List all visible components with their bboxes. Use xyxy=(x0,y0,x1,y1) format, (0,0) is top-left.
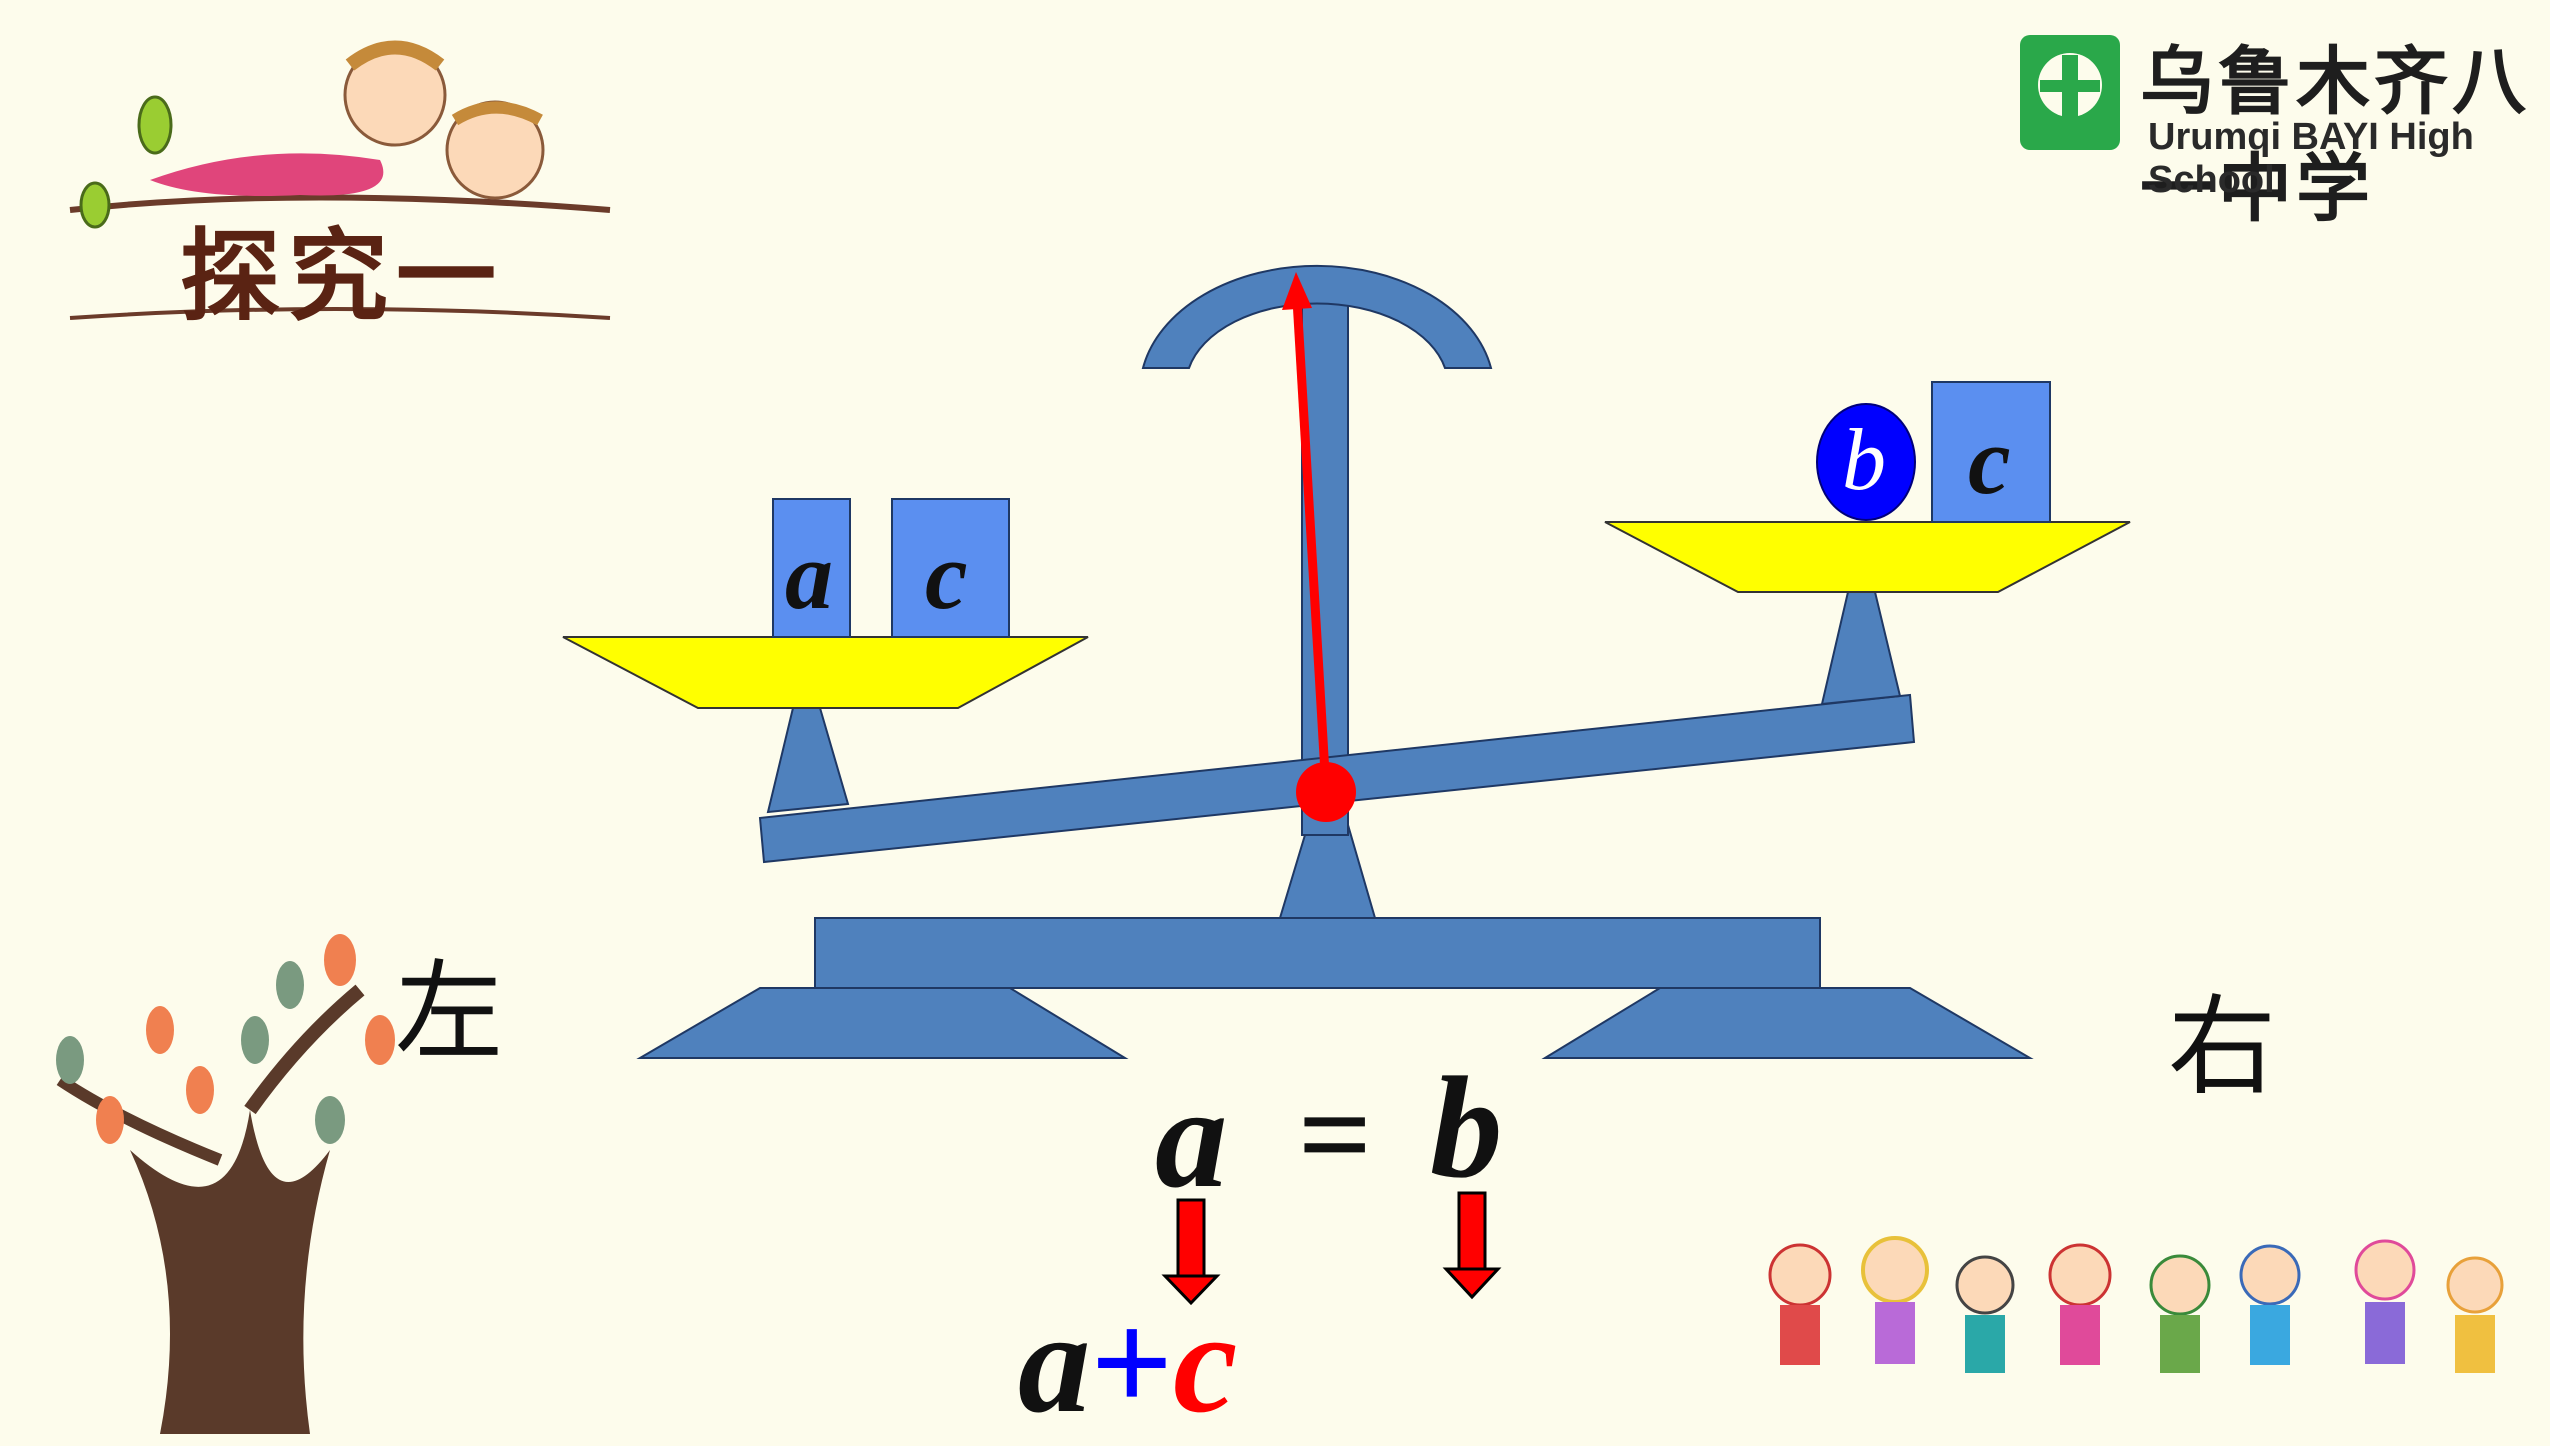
base-foot-right xyxy=(1541,987,2034,1059)
school-name-english: Urumqi BAYI High School xyxy=(2148,116,2474,201)
equation-lhs: a xyxy=(1155,1058,1228,1218)
pivot-dot xyxy=(1296,762,1356,822)
tree-decoration xyxy=(56,934,395,1434)
children-decoration xyxy=(1768,1236,2504,1373)
school-name-chinese: 乌鲁木齐八一中学 xyxy=(2140,39,2530,232)
right-pan-support xyxy=(1820,591,1902,706)
sum-plus: + xyxy=(1090,1283,1174,1443)
right-pan xyxy=(1604,521,2131,593)
down-arrow-left xyxy=(1161,1198,1221,1306)
kids-branch-decoration xyxy=(69,40,611,320)
base-bar xyxy=(814,917,1821,989)
ball-b-label: b xyxy=(1842,412,1886,509)
box-a-label: a xyxy=(785,522,833,629)
pointer-needle xyxy=(1292,299,1331,791)
box-a xyxy=(772,498,851,638)
pointer-tip xyxy=(1282,272,1312,310)
gauge-arc xyxy=(1141,264,1493,369)
base-foot-left xyxy=(636,987,1129,1059)
equation-rhs: b xyxy=(1430,1048,1503,1208)
down-arrow-right xyxy=(1442,1191,1502,1300)
sum-expression: a+c xyxy=(1018,1280,1237,1446)
box-c-right-label: c xyxy=(1968,407,2011,514)
label-right: 右 xyxy=(2168,985,2277,1110)
section-title: 探究一 xyxy=(180,218,504,335)
equation-operator: = xyxy=(1298,1063,1373,1207)
box-c-left xyxy=(891,498,1010,638)
left-pan xyxy=(562,636,1089,709)
base-column xyxy=(1278,824,1377,919)
box-c-left-label: c xyxy=(925,522,968,629)
left-pan-support xyxy=(766,707,850,814)
label-left: 左 xyxy=(395,950,504,1075)
school-logo xyxy=(2020,35,2120,150)
ball-b xyxy=(1816,403,1916,521)
sum-term-a: a xyxy=(1018,1283,1091,1443)
sum-term-c: c xyxy=(1173,1283,1238,1443)
box-c-right xyxy=(1931,381,2051,523)
